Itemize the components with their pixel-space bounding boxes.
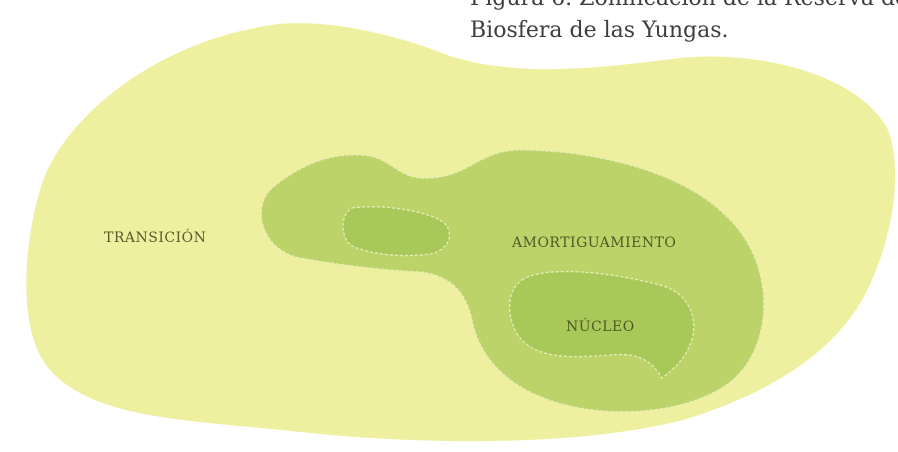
figure-caption-line-2: Biosfera de las Yungas. — [470, 18, 729, 43]
figure-caption-line-1: Figura 6. Zonificación de la Reserva de — [470, 0, 898, 10]
core-zone-main — [508, 270, 695, 379]
buffer-zone-label: AMORTIGUAMIENTO — [512, 235, 677, 251]
core-zone-label: NÚCLEO — [566, 319, 635, 335]
transition-zone-label: TRANSICIÓN — [104, 230, 207, 246]
core-zone-small — [342, 206, 451, 257]
